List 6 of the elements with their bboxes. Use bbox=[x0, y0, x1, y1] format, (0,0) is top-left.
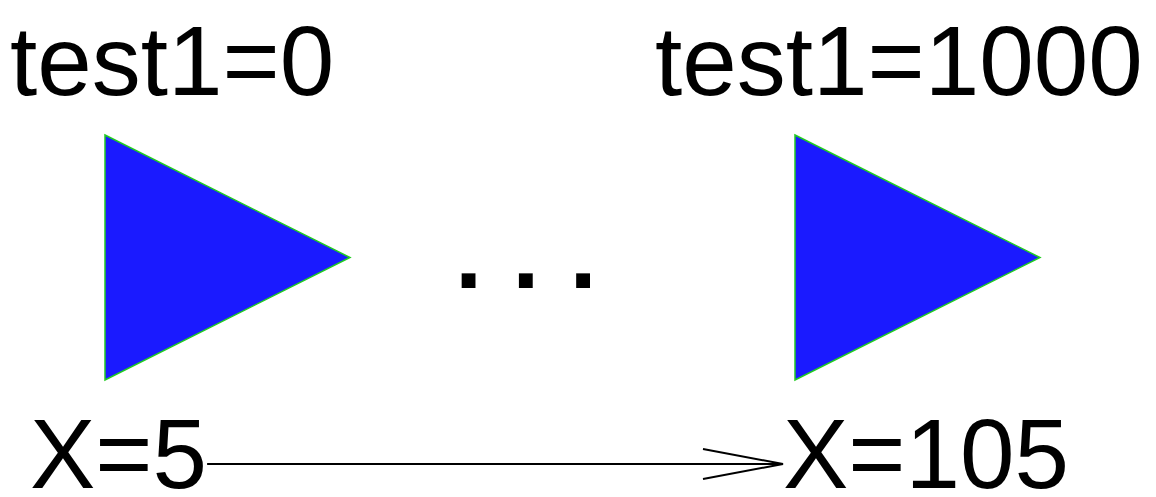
node-heading: test1=1000 bbox=[655, 12, 1143, 110]
ellipsis-text: ... bbox=[455, 205, 627, 303]
value-text: X=105 bbox=[783, 405, 1070, 497]
value-text: X=5 bbox=[30, 405, 208, 497]
arrow bbox=[206, 448, 784, 480]
node-heading: test1=0 bbox=[10, 12, 335, 110]
